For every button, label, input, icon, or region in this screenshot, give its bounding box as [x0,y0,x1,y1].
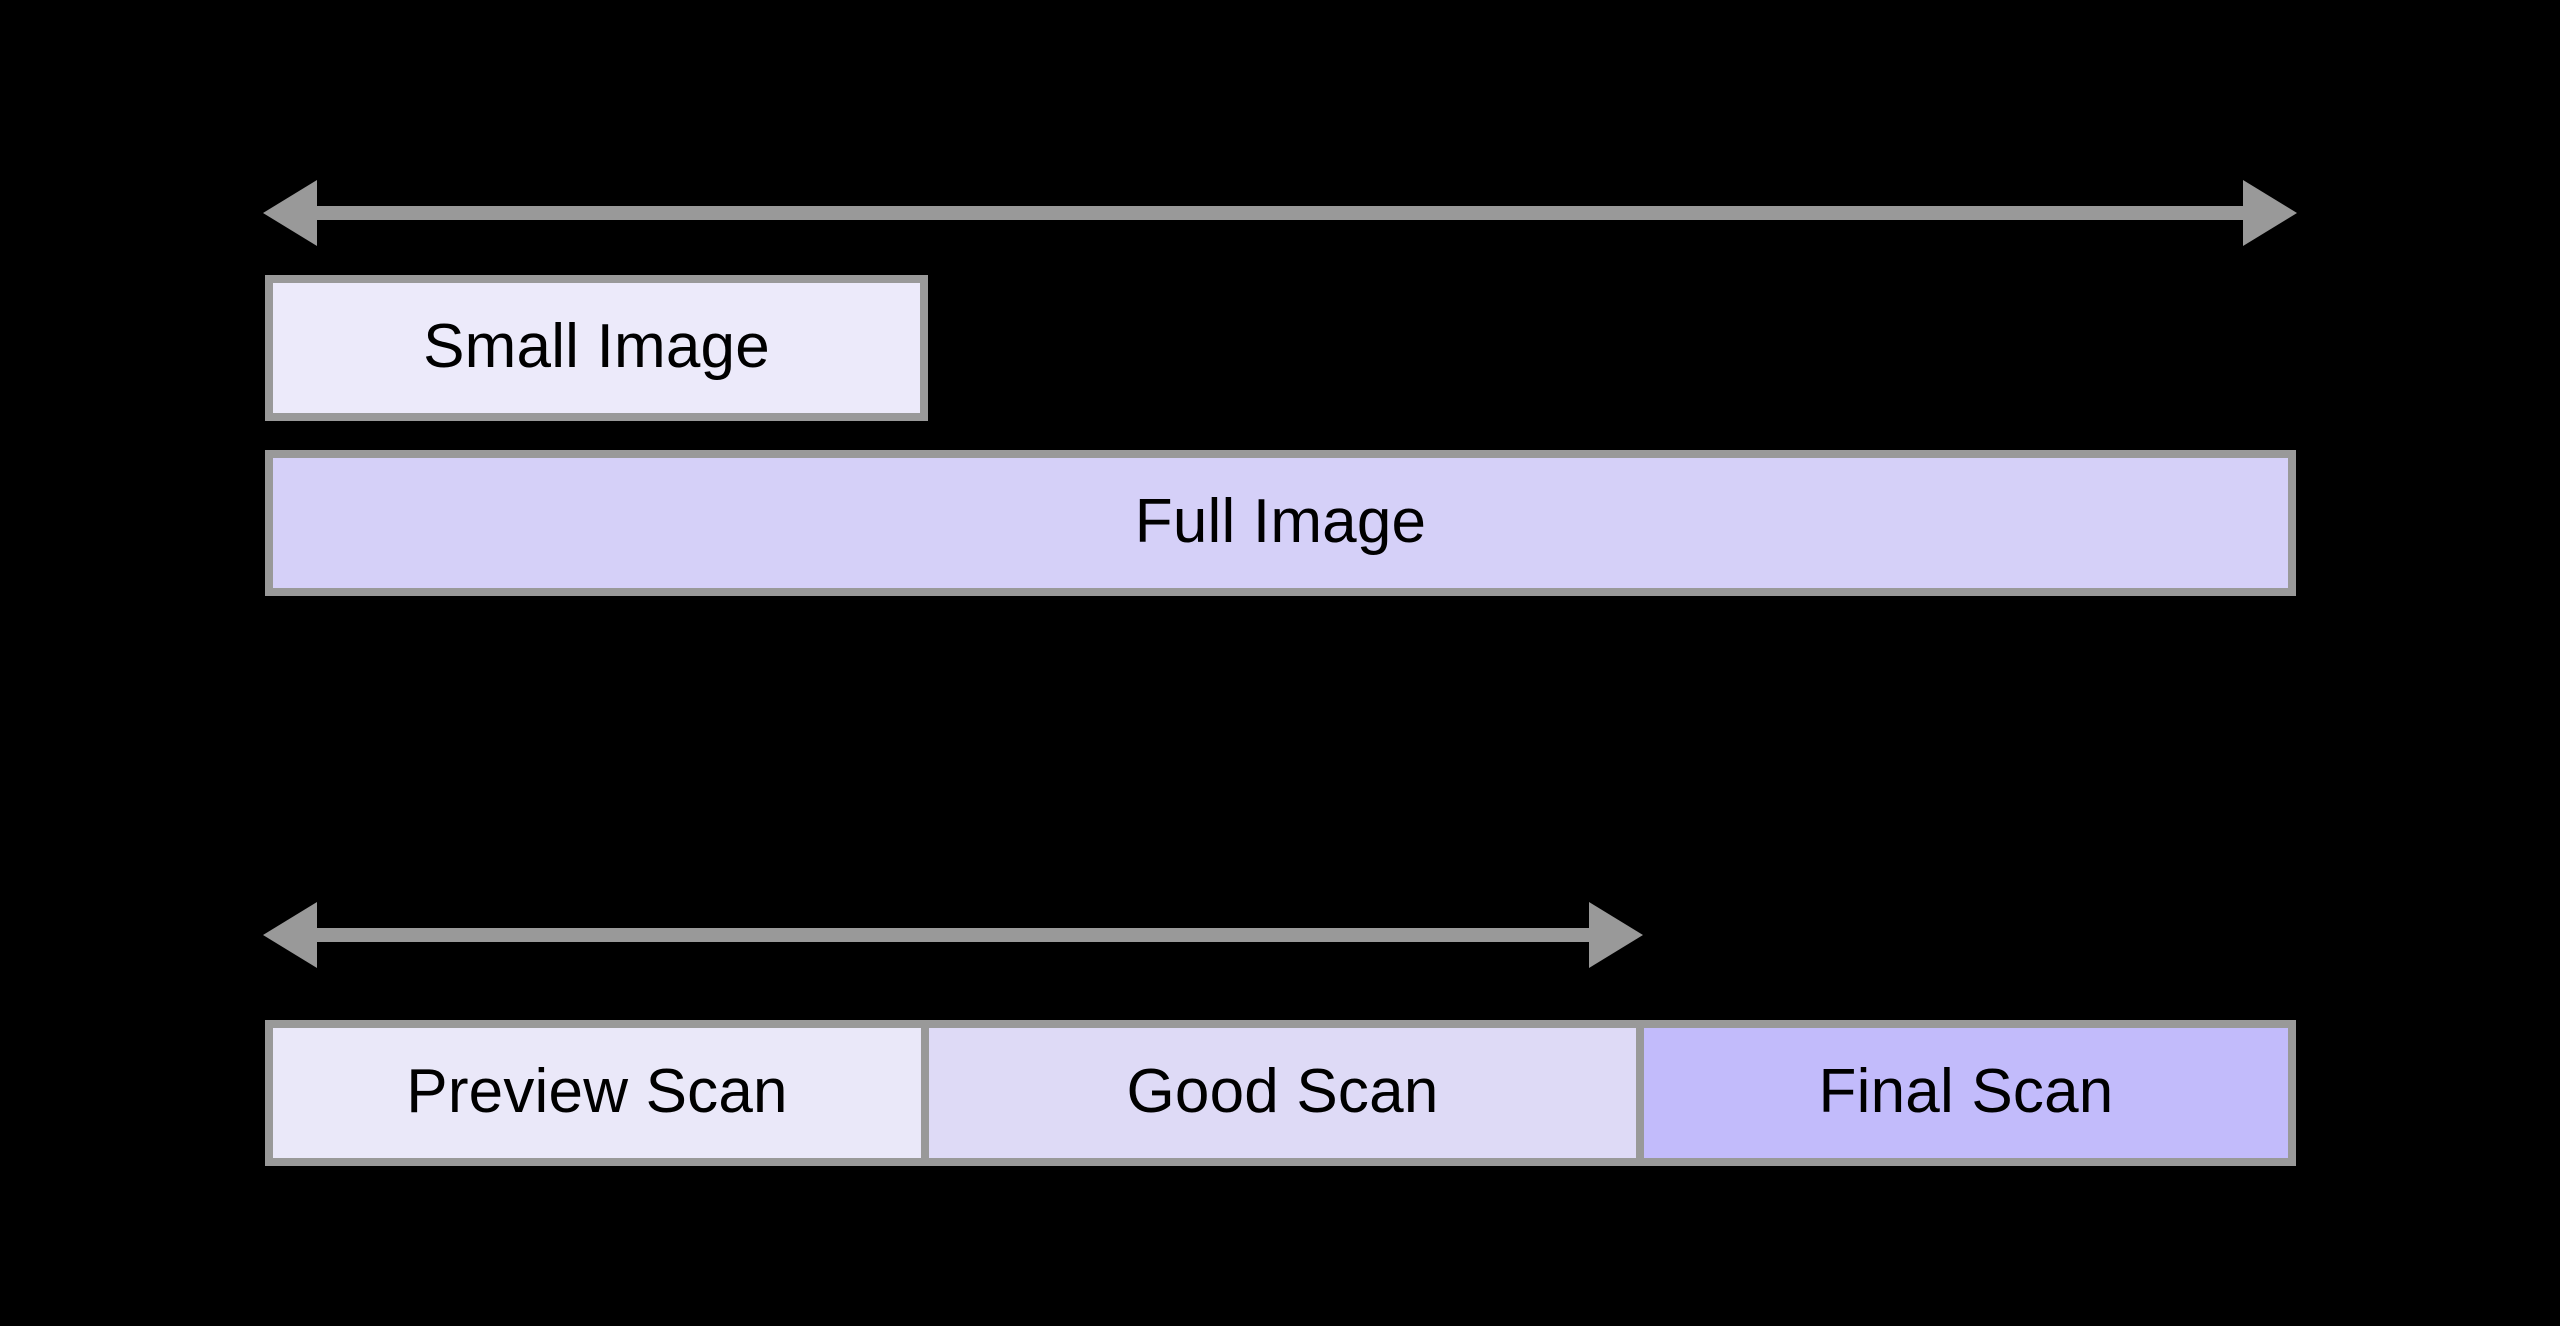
full-image-label: Full Image [1134,487,1427,556]
arrow-head-right [1589,902,1643,968]
preview-scan-label: Preview Scan [406,1057,788,1126]
image-size-range-arrow-svg [263,180,2297,246]
small-image-bar[interactable]: Small Image [265,275,928,421]
scan-quality-range-arrow [245,882,1660,1002]
arrow-shaft [305,928,1601,942]
arrow-head-right [2243,180,2297,246]
arrow-head-left [263,180,317,246]
image-size-range-arrow [245,160,2315,280]
full-image-bar[interactable]: Full Image [265,450,2296,596]
arrow-shaft [305,206,2255,220]
good-scan-segment[interactable]: Good Scan [925,1020,1640,1166]
small-image-label: Small Image [423,312,770,381]
preview-scan-segment[interactable]: Preview Scan [265,1020,925,1166]
scan-quality-range-arrow-svg [263,902,1643,968]
good-scan-label: Good Scan [1126,1057,1439,1126]
final-scan-label: Final Scan [1818,1057,2114,1126]
final-scan-segment[interactable]: Final Scan [1640,1020,2296,1166]
arrow-head-left [263,902,317,968]
